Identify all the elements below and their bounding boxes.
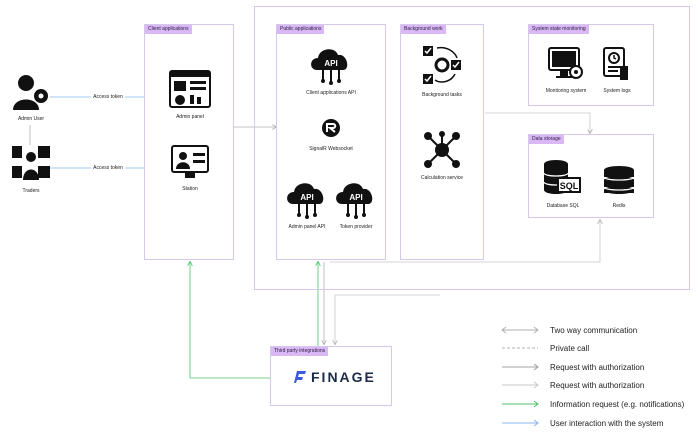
legend-item: Private call (500, 343, 589, 353)
finage-logo[interactable]: FINAGE (293, 369, 376, 385)
legend-item: Request with authorization (500, 362, 644, 372)
signalr-icon (321, 118, 341, 143)
token-provider-label: Token provider (339, 224, 373, 230)
finage-mark-icon (294, 371, 306, 383)
legend-item: Two way communication (500, 325, 637, 335)
station-label: Station (182, 186, 198, 192)
edge-background-to-finage (335, 294, 440, 344)
svg-text:SQL: SQL (560, 181, 579, 191)
api-cloud-icon: API (334, 178, 378, 225)
arrow-icon (502, 363, 539, 371)
traders-label: Traders (22, 188, 40, 194)
client-applications-api-label: Client applications API (306, 90, 356, 96)
dashboard-icon (169, 70, 211, 115)
monitoring-system-label: Monitoring system (545, 88, 587, 94)
document-clock-icon (602, 46, 630, 87)
admin-panel-label: Admin panel (176, 114, 204, 120)
dashed-line-icon (502, 347, 538, 349)
group-title: Third party integrations (271, 347, 329, 356)
admin-panel-api-label: Admin panel API (288, 224, 326, 230)
svg-text:API: API (349, 193, 362, 202)
third-party-integrations-group: Third party integrations (270, 346, 392, 406)
legend-item: User interaction with the system (500, 418, 663, 428)
group-title: Data storage (529, 135, 564, 144)
arrow-icon (502, 381, 539, 389)
edge-background-to-storage (485, 112, 590, 133)
monitor-gear-icon (548, 46, 584, 87)
backend-region (254, 6, 690, 290)
database-stack-icon (602, 165, 636, 202)
network-hub-icon (423, 131, 461, 174)
signalr-websocket-label: SignalR Websocket (309, 146, 353, 152)
legend-item: Request with authorization (500, 380, 644, 390)
arrow-icon (502, 419, 539, 427)
traders-icon (12, 146, 50, 187)
workflow-gear-icon (421, 44, 463, 91)
svg-text:API: API (324, 59, 337, 68)
legend-item: Information request (e.g. notifications) (500, 399, 684, 409)
api-cloud-icon: API (309, 44, 353, 91)
system-logs-label: System logs (603, 88, 631, 94)
double-arrow-icon (501, 326, 539, 334)
calculation-service-label: Calculation service (421, 175, 463, 181)
finage-wordmark: FINAGE (311, 369, 376, 385)
edge-public-to-storage (330, 220, 600, 263)
admin-user-icon (12, 72, 50, 117)
edge-finage-to-client (190, 262, 270, 379)
client-applications-group: Client applications (144, 24, 234, 260)
group-title: Client applications (145, 25, 192, 34)
api-cloud-icon: API (285, 178, 329, 225)
database-sql-label: Database SQL (546, 203, 580, 209)
background-tasks-label: Background tasks (422, 92, 462, 98)
redis-label: Redis (612, 203, 626, 209)
admin-user-label: Admin User (17, 116, 45, 122)
monitor-user-icon (171, 145, 209, 184)
group-title: Public applications (277, 25, 325, 34)
access-token-label-admin: Access token (91, 94, 125, 100)
arrow-icon (502, 400, 539, 408)
group-title: Background work (401, 25, 446, 34)
access-token-label-traders: Access token (91, 165, 125, 171)
svg-text:API: API (300, 193, 313, 202)
group-title: System state monitoring (529, 25, 589, 34)
database-sql-icon: SQL (542, 158, 582, 203)
